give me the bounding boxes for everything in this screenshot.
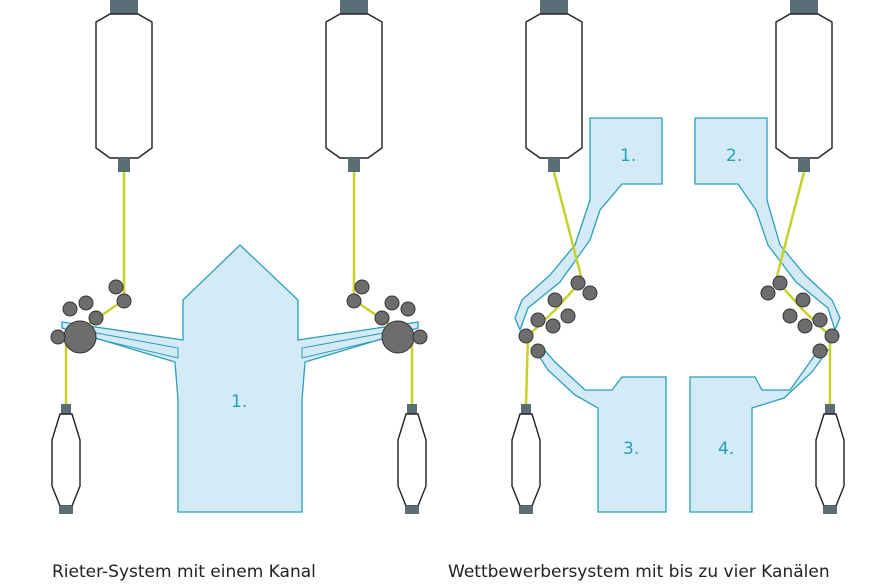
right-drafting-rollers-2 (760, 275, 840, 359)
left-system-caption: Rieter-System mit einem Kanal (52, 562, 316, 582)
right-channel-label-4: 4. (718, 439, 734, 459)
left-roving-bobbin-1 (95, 0, 153, 172)
left-suction-channel (61, 244, 419, 513)
right-channel-label-2: 2. (726, 146, 742, 166)
right-yarn-bobbin-2 (815, 404, 845, 514)
left-tube-line-left (79, 329, 179, 359)
right-drafting-rollers-1 (518, 275, 598, 359)
right-system-caption: Wettbewerbersystem mit bis zu vier Kanäl… (448, 562, 830, 582)
right-suction-channel-3 (534, 344, 667, 513)
right-roving-bobbin-2 (775, 0, 833, 172)
left-tube-line-right (301, 329, 401, 359)
right-roving-bobbin-1 (525, 0, 583, 172)
left-yarn-bobbin-2 (397, 404, 427, 514)
right-yarn-bobbin-1 (511, 404, 541, 514)
left-channel-label-1: 1. (231, 392, 247, 412)
left-yarn-bobbin-1 (51, 404, 81, 514)
right-yarn-2 (774, 171, 832, 405)
right-channel-label-1: 1. (620, 146, 636, 166)
right-channel-label-3: 3. (623, 439, 639, 459)
left-drafting-rollers-2 (346, 279, 428, 354)
left-drafting-rollers-1 (50, 279, 132, 354)
right-system: 1. 2. 3. 4. (511, 0, 845, 514)
left-roving-bobbin-2 (325, 0, 383, 172)
right-suction-channel-1 (514, 117, 663, 332)
right-yarn-1 (524, 171, 584, 406)
left-system: 1. (50, 0, 428, 514)
right-suction-channel-4 (689, 344, 829, 513)
